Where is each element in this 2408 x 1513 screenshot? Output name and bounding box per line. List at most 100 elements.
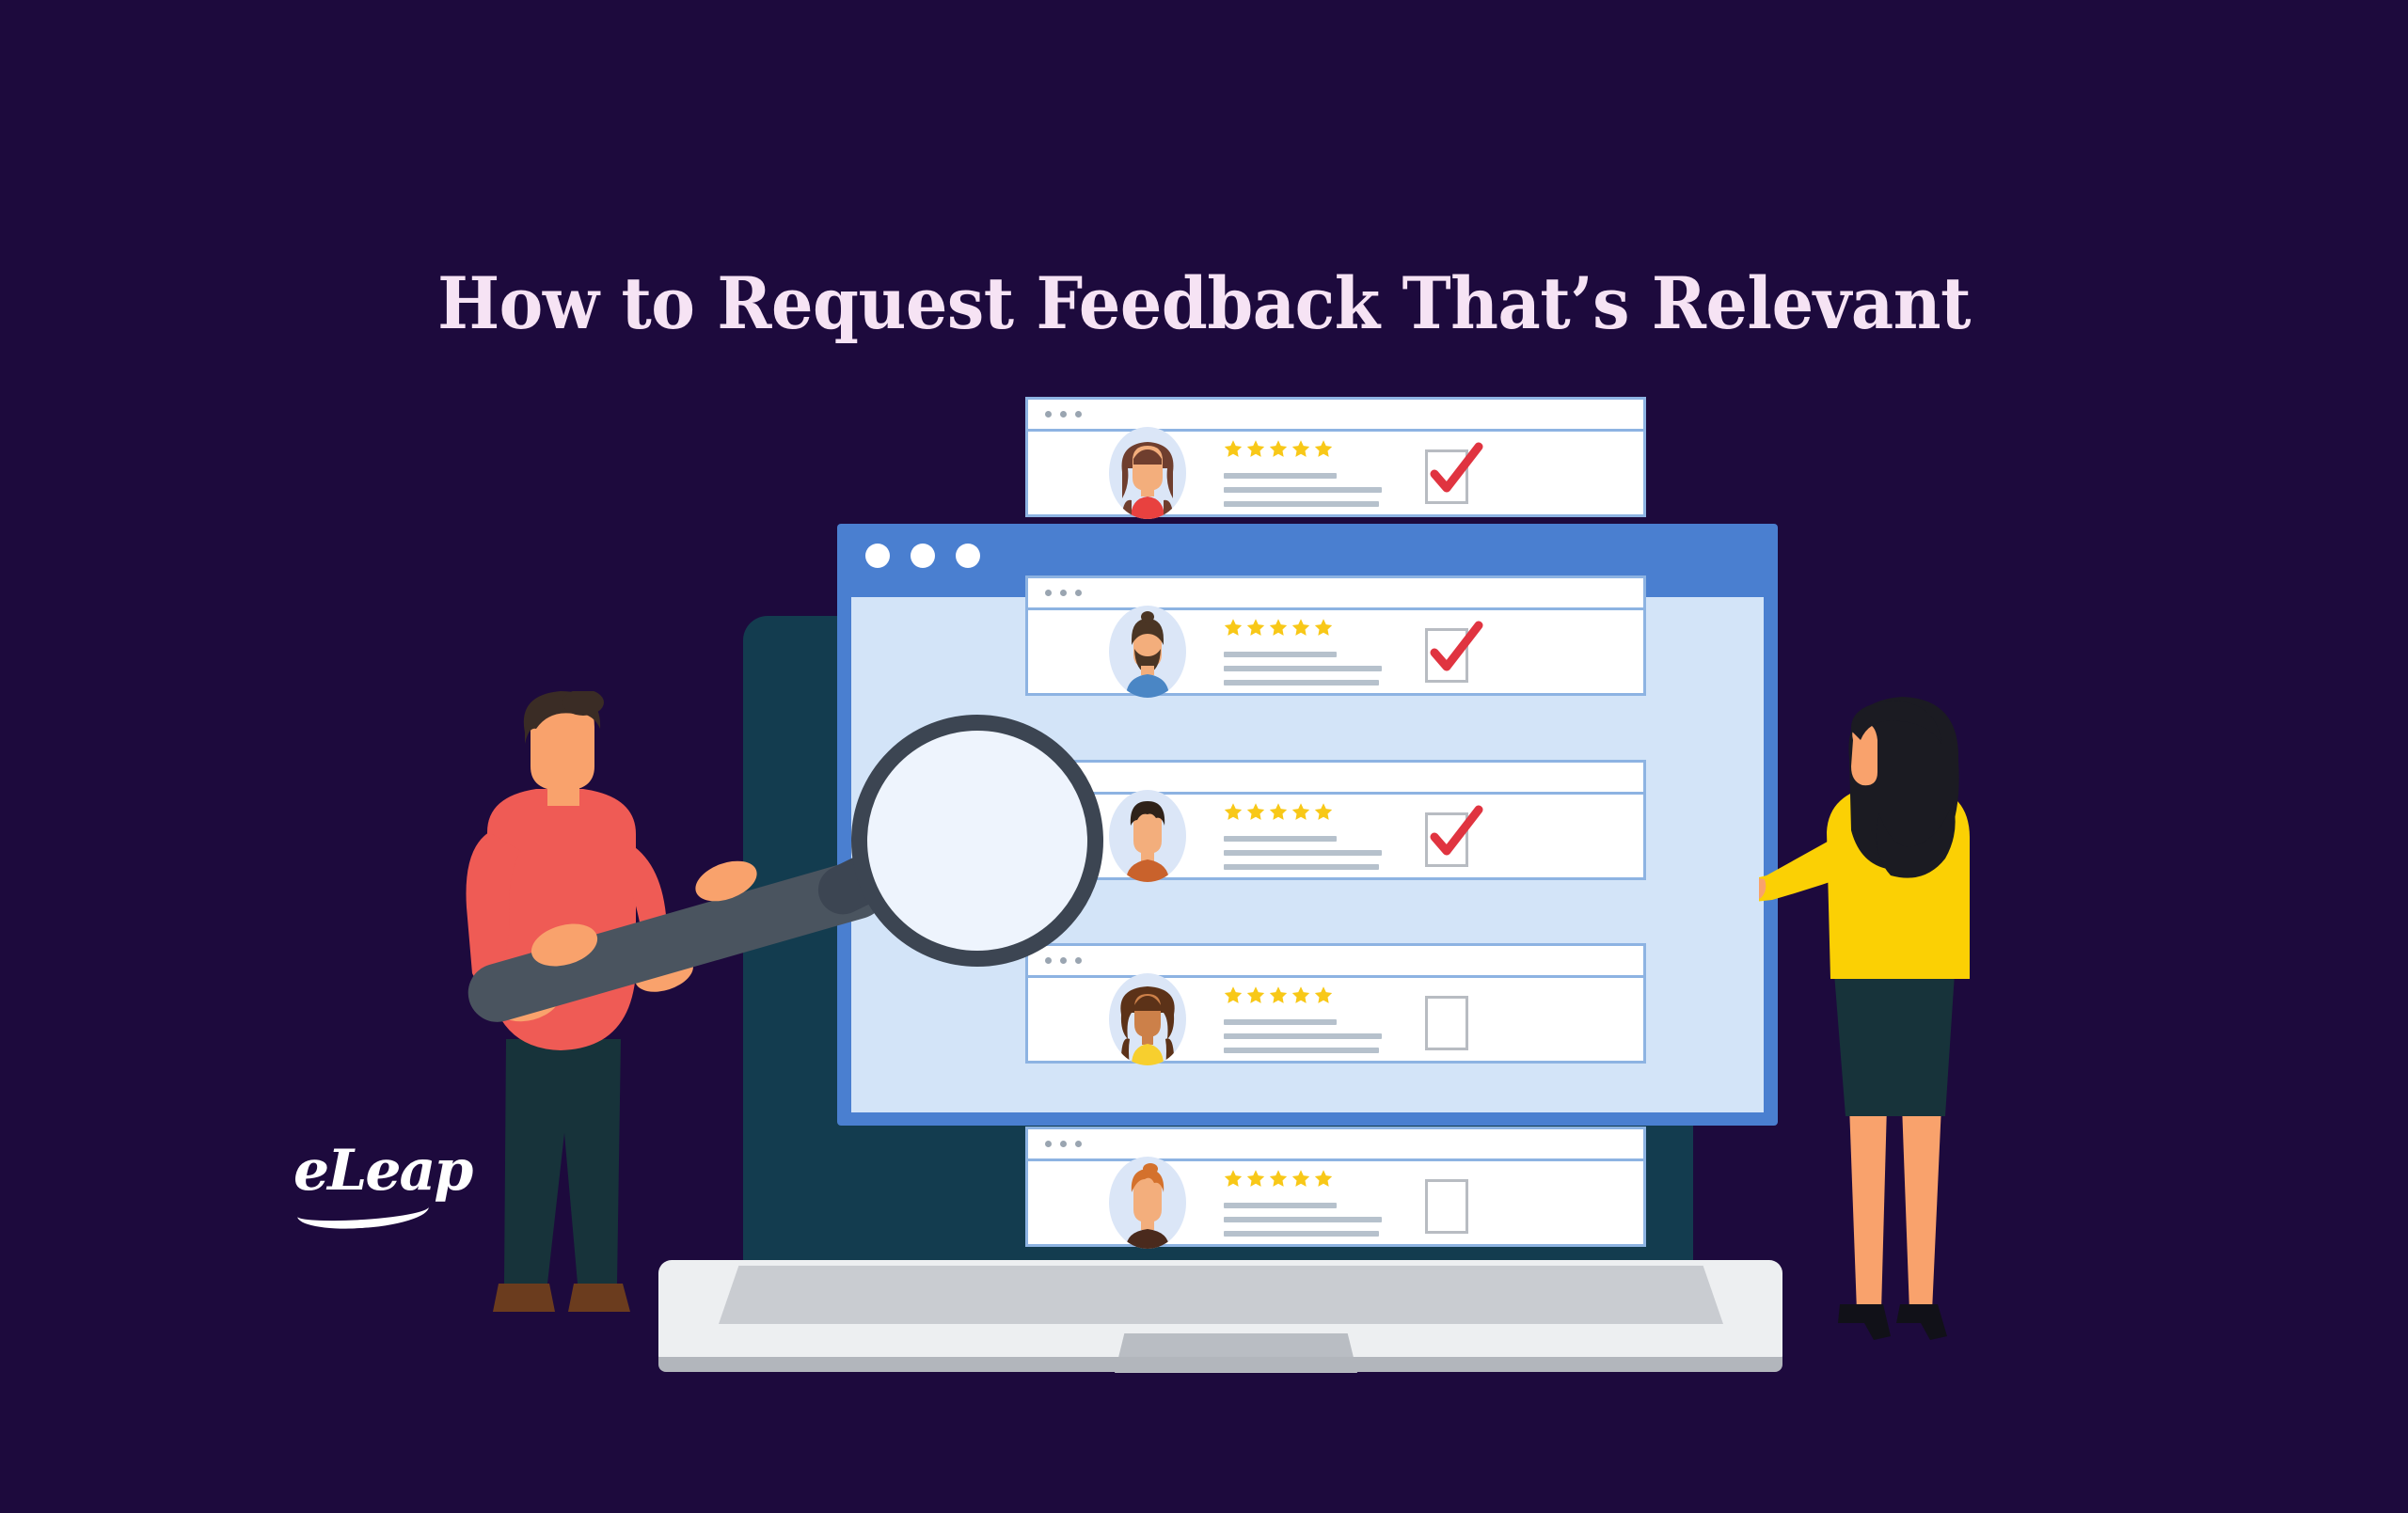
card-dot-icon [1060, 590, 1067, 596]
text-line [1224, 864, 1379, 870]
card-header [1028, 578, 1643, 610]
card-body [1028, 606, 1643, 698]
avatar-man-ginger-hair-icon [1126, 1163, 1169, 1249]
window-dot-icon [911, 544, 935, 568]
card-text-placeholder-lines [1224, 836, 1382, 870]
card-text-placeholder-lines [1224, 652, 1382, 686]
text-line [1224, 1203, 1337, 1208]
card-dot-icon [1045, 957, 1052, 964]
star-rating [1224, 1169, 1382, 1188]
approval-checkbox[interactable] [1421, 801, 1487, 871]
star-rating [1224, 439, 1382, 458]
feedback-card[interactable] [1025, 1127, 1646, 1249]
text-line [1224, 1217, 1382, 1222]
star-icon [1246, 619, 1265, 636]
star-icon [1224, 803, 1243, 820]
approval-checkbox[interactable] [1421, 617, 1487, 686]
laptop-base [658, 1260, 1782, 1373]
card-text-placeholder-lines [1224, 473, 1382, 507]
avatar-woman-curly-hair-icon [1120, 986, 1175, 1065]
text-line [1224, 1231, 1379, 1237]
laptop-titlebar [837, 524, 1778, 588]
card-text-placeholder-lines [1224, 1019, 1382, 1053]
card-dot-icon [1045, 590, 1052, 596]
card-dot-icon [1075, 1141, 1082, 1147]
star-icon [1269, 803, 1288, 820]
checkmark-icon [1430, 805, 1483, 856]
star-rating [1224, 802, 1382, 821]
card-dot-icon [1075, 590, 1082, 596]
star-rating [1224, 985, 1382, 1004]
card-dot-icon [1075, 957, 1082, 964]
card-header [1028, 946, 1643, 978]
star-icon [1314, 803, 1333, 820]
star-rating [1224, 618, 1382, 637]
card-text-placeholder-lines [1224, 1203, 1382, 1237]
feedback-card[interactable] [1025, 397, 1646, 519]
text-line [1224, 487, 1382, 493]
window-dot-icon [865, 544, 890, 568]
card-body [1028, 973, 1643, 1065]
star-icon [1246, 803, 1265, 820]
checkbox-box[interactable] [1425, 996, 1468, 1050]
star-icon [1269, 1170, 1288, 1187]
star-icon [1269, 619, 1288, 636]
approval-checkbox[interactable] [1421, 438, 1487, 508]
text-line [1224, 836, 1337, 842]
star-icon [1291, 440, 1310, 457]
star-icon [1314, 986, 1333, 1003]
card-body [1028, 790, 1643, 882]
star-icon [1224, 986, 1243, 1003]
star-icon [1224, 440, 1243, 457]
person-woman-pointing [1759, 691, 2069, 1368]
checkbox-box[interactable] [1425, 449, 1468, 504]
logo-text: eLeap [293, 1138, 473, 1204]
card-body [1028, 427, 1643, 519]
feedback-card[interactable] [1025, 943, 1646, 1065]
star-icon [1291, 986, 1310, 1003]
star-icon [1269, 440, 1288, 457]
star-icon [1246, 1170, 1265, 1187]
text-line [1224, 1048, 1379, 1053]
card-header [1028, 400, 1643, 432]
avatar-man-beard-icon [1126, 611, 1169, 698]
card-dot-icon [1045, 1141, 1052, 1147]
card-dot-icon [1060, 1141, 1067, 1147]
card-header [1028, 763, 1643, 795]
card-dot-icon [1075, 411, 1082, 418]
checkbox-box[interactable] [1425, 1179, 1468, 1234]
avatar [1109, 1157, 1186, 1249]
star-icon [1291, 1170, 1310, 1187]
card-rating-block [1224, 985, 1382, 1053]
logo-swoosh [296, 1191, 430, 1232]
text-line [1224, 850, 1382, 856]
text-line [1224, 473, 1337, 479]
page-title: How to Request Feedback That’s Relevant [437, 261, 1971, 345]
star-icon [1246, 440, 1265, 457]
feedback-card[interactable] [1025, 575, 1646, 698]
card-rating-block [1224, 439, 1382, 507]
star-icon [1224, 619, 1243, 636]
avatar-woman-brown-hair-icon [1121, 442, 1174, 519]
approval-checkbox[interactable] [1421, 1168, 1487, 1237]
star-icon [1224, 1170, 1243, 1187]
avatar [1109, 606, 1186, 698]
avatar-background [1109, 1157, 1186, 1249]
woman-figure [1759, 697, 1970, 1340]
approval-checkbox[interactable] [1421, 985, 1487, 1054]
card-rating-block [1224, 618, 1382, 686]
text-line [1224, 652, 1337, 657]
card-rating-block [1224, 1169, 1382, 1237]
man-hands-on-handle [531, 860, 757, 967]
star-icon [1314, 1170, 1333, 1187]
star-icon [1314, 619, 1333, 636]
feedback-card[interactable] [1025, 760, 1646, 882]
card-dot-icon [1060, 957, 1067, 964]
card-header [1028, 1129, 1643, 1161]
eleap-logo: eLeap [293, 1138, 473, 1232]
avatar-man-dark-hair-icon [1126, 801, 1169, 882]
checkmark-icon [1430, 442, 1483, 493]
avatar-background [1109, 973, 1186, 1065]
avatar [1109, 790, 1186, 882]
